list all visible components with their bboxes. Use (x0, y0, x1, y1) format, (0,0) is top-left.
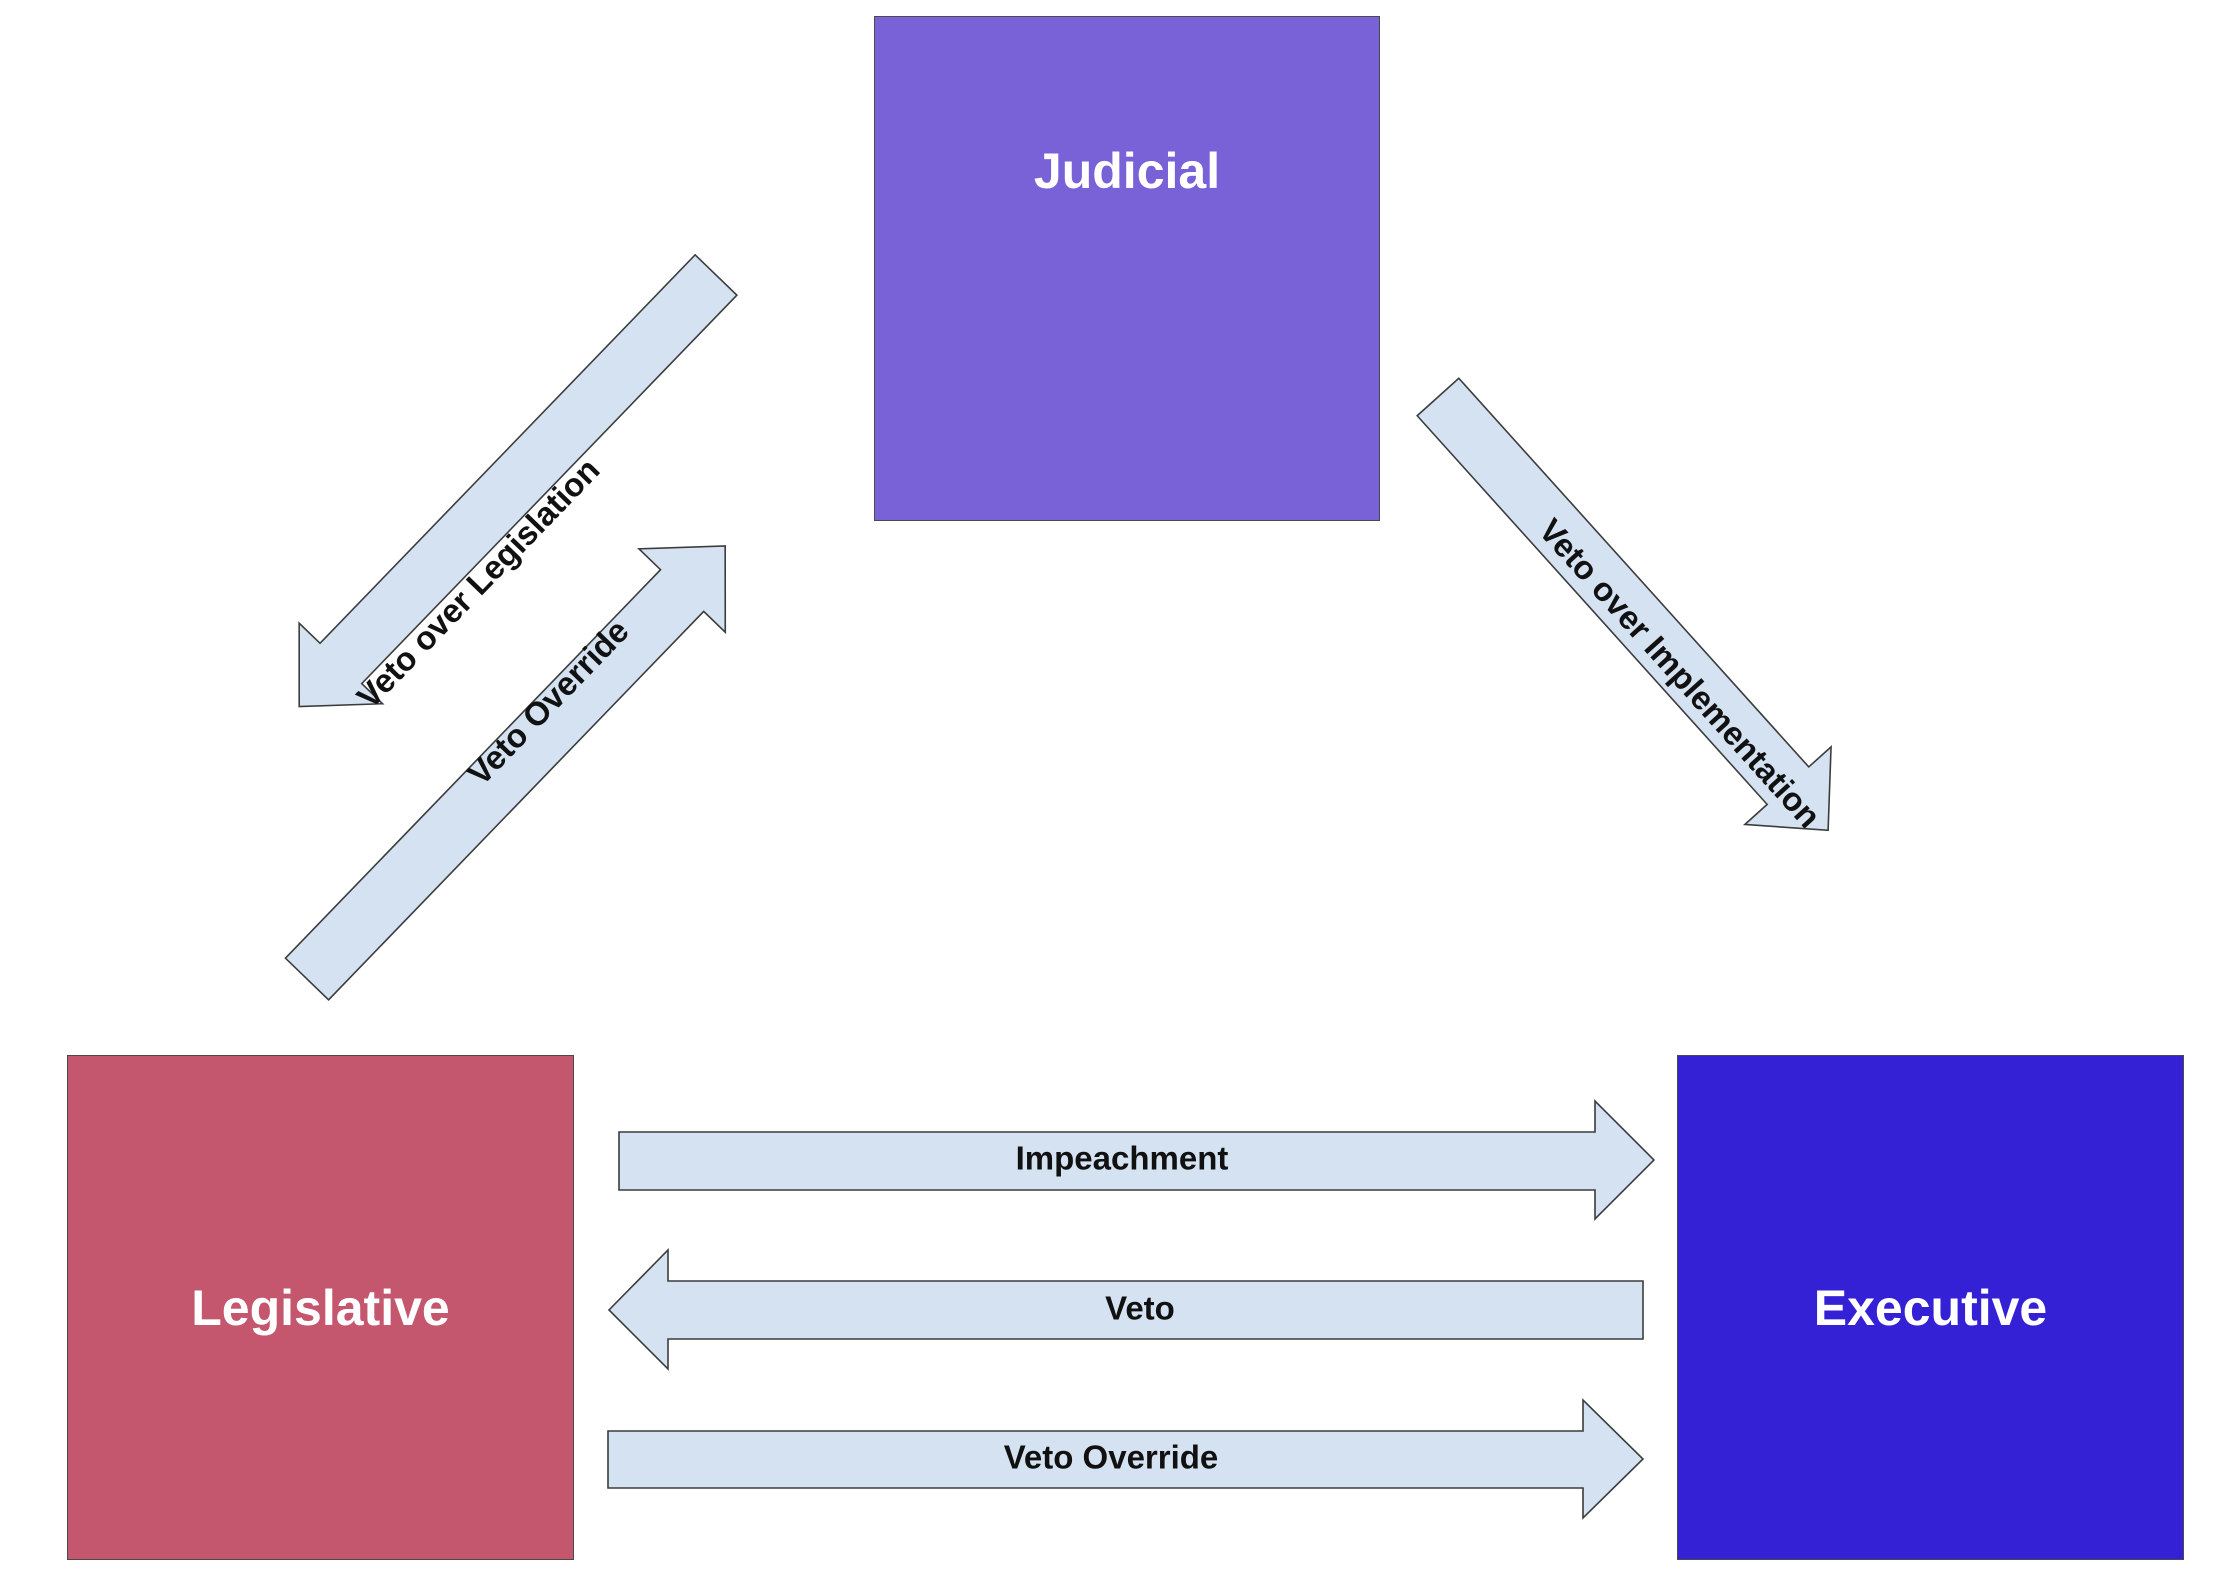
judicial-label: Judicial (1033, 142, 1221, 199)
executive-box: Executive (1677, 1055, 2184, 1560)
impeachment-arrow: Impeachment (618, 1099, 1656, 1221)
judicial-box: Judicial (874, 16, 1380, 521)
veto-over-implementation-arrow: Veto over Implementation (1416, 377, 1832, 835)
executive-label: Executive (1813, 1279, 2048, 1336)
veto-over-legislation-arrow: Veto over Legislation (298, 253, 738, 715)
veto-label: Veto (1105, 1290, 1175, 1327)
veto-override-bottom-arrow: Veto Override (607, 1398, 1645, 1520)
veto-arrow: Veto (607, 1248, 1644, 1371)
veto-override-bottom-label: Veto Override (1004, 1439, 1219, 1476)
impeachment-label: Impeachment (1016, 1140, 1229, 1177)
legislative-label: Legislative (191, 1279, 450, 1336)
legislative-box: Legislative (67, 1055, 574, 1560)
veto-over-implementation-label: Veto over Implementation (1532, 512, 1828, 835)
veto-override-diagonal-arrow: Veto Override (284, 545, 727, 1001)
